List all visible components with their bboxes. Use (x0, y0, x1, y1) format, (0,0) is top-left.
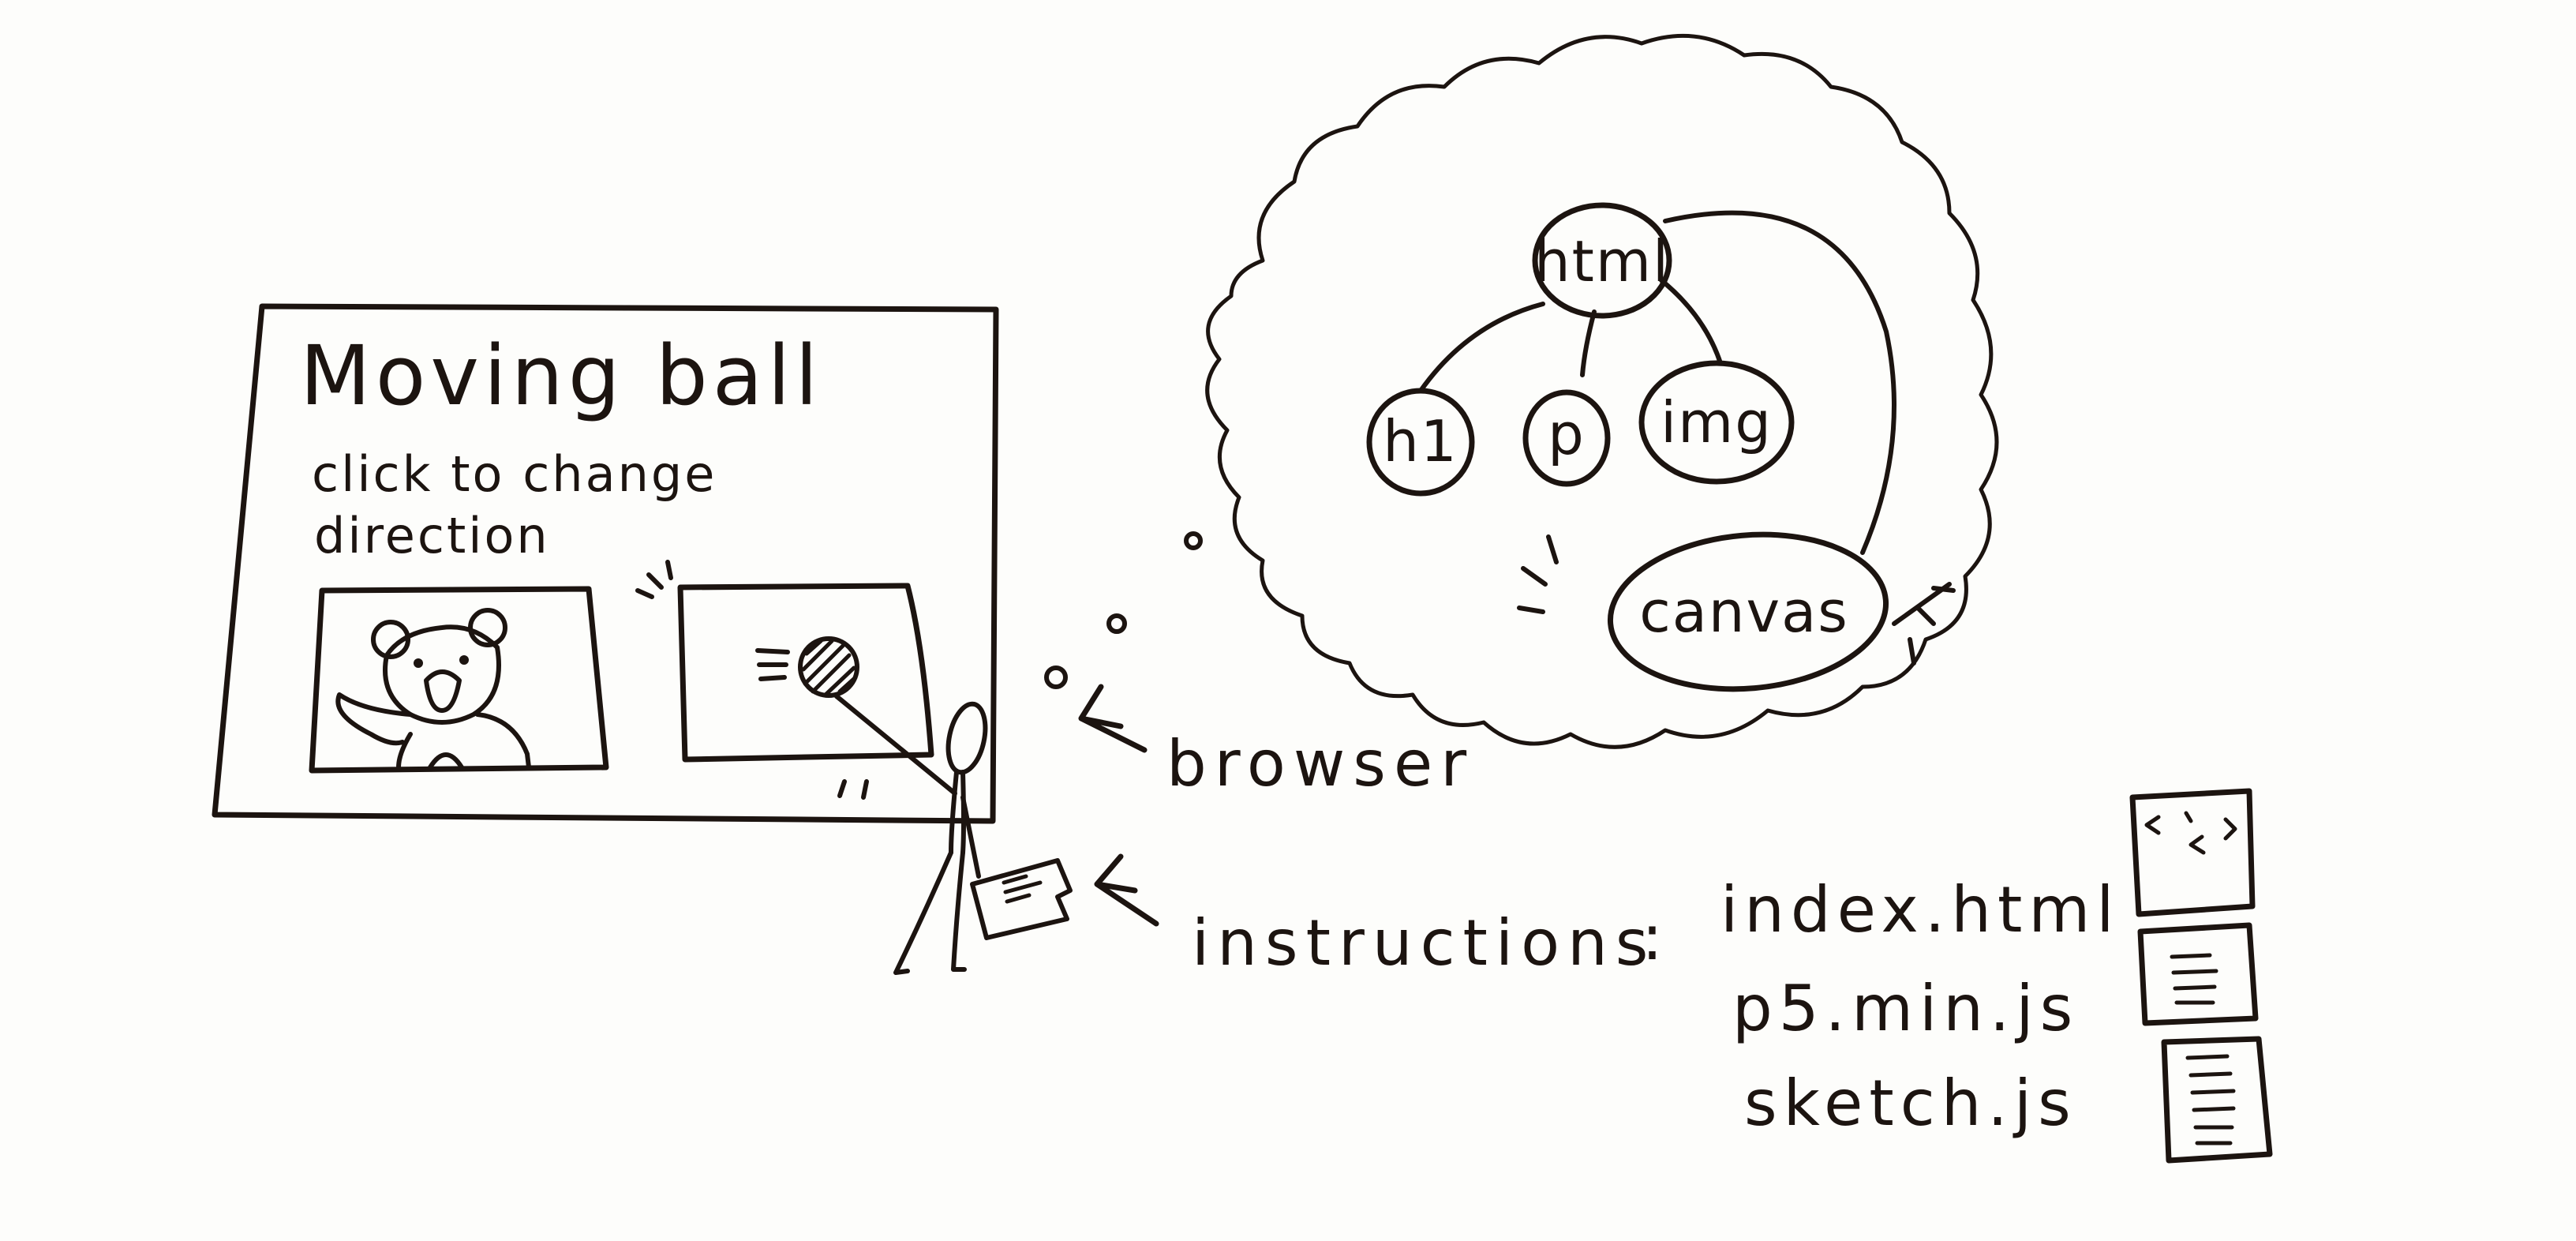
node-canvas-label: canvas (1639, 579, 1849, 645)
file-item-sketch-js: sketch.js (1744, 1036, 2273, 1164)
webpage-subtitle-line1: click to change (312, 445, 717, 503)
image-frame (309, 586, 609, 774)
webpage-subtitle-line2: direction (314, 507, 550, 564)
text-file-icon (2161, 1036, 2273, 1164)
label-instructions: instructions (1192, 906, 1656, 980)
node-html: html (1532, 202, 1672, 319)
canvas-frame (677, 583, 934, 763)
node-p: p (1522, 389, 1611, 487)
cloud-outline (1205, 33, 1999, 749)
browser-label-group: browser (1078, 684, 1474, 800)
edge-html-h1 (1418, 302, 1545, 393)
edge-html-canvas (1663, 210, 1896, 555)
node-h1-label: h1 (1383, 408, 1458, 474)
arrow-browser-icon (1078, 684, 1148, 753)
thought-trail (1044, 531, 1203, 689)
canvas-sparkle-marks (1517, 534, 1559, 614)
cloud-tail-marks (1892, 582, 1956, 665)
edge-html-img (1659, 278, 1723, 366)
image-panel (309, 586, 609, 774)
node-html-label: html (1534, 228, 1670, 294)
dom-tree-cloud: html h1 p img canvas (1205, 33, 1999, 749)
file-name-index-html: index.html (1720, 873, 2121, 947)
figure-head (945, 701, 988, 775)
webpage-window: Moving ball click to change direction (212, 303, 999, 824)
edge-html-p (1580, 309, 1597, 377)
sparkle-marks (635, 560, 673, 599)
node-img: img (1638, 360, 1795, 485)
label-browser: browser (1166, 727, 1474, 800)
canvas-panel (677, 583, 934, 763)
node-h1: h1 (1366, 388, 1475, 497)
file-item-p5-min-js: p5.min.js (1732, 922, 2259, 1045)
file-list: index.html p5.min.js sketch.js (1720, 788, 2273, 1164)
label-separator: : (1642, 901, 1671, 974)
webpage-frame (212, 303, 999, 824)
file-item-index-html: index.html (1720, 788, 2256, 947)
instructions-scroll-icon (970, 858, 1073, 940)
browser-stick-figure (834, 694, 1073, 975)
instructions-label-group: instructions : (1094, 853, 1671, 980)
node-canvas: canvas (1607, 531, 1889, 692)
node-img-label: img (1661, 389, 1773, 456)
webpage-title: Moving ball (300, 328, 822, 424)
arrow-instructions-icon (1094, 853, 1159, 927)
file-name-sketch-js: sketch.js (1744, 1067, 2077, 1140)
bear-icon (335, 608, 531, 770)
code-file-icon (2129, 788, 2256, 917)
node-p-label: p (1548, 401, 1586, 467)
text-file-icon (2137, 922, 2259, 1026)
moving-ball-icon (755, 636, 859, 698)
file-name-p5-min-js: p5.min.js (1732, 972, 2079, 1045)
footstep-marks (837, 779, 869, 800)
